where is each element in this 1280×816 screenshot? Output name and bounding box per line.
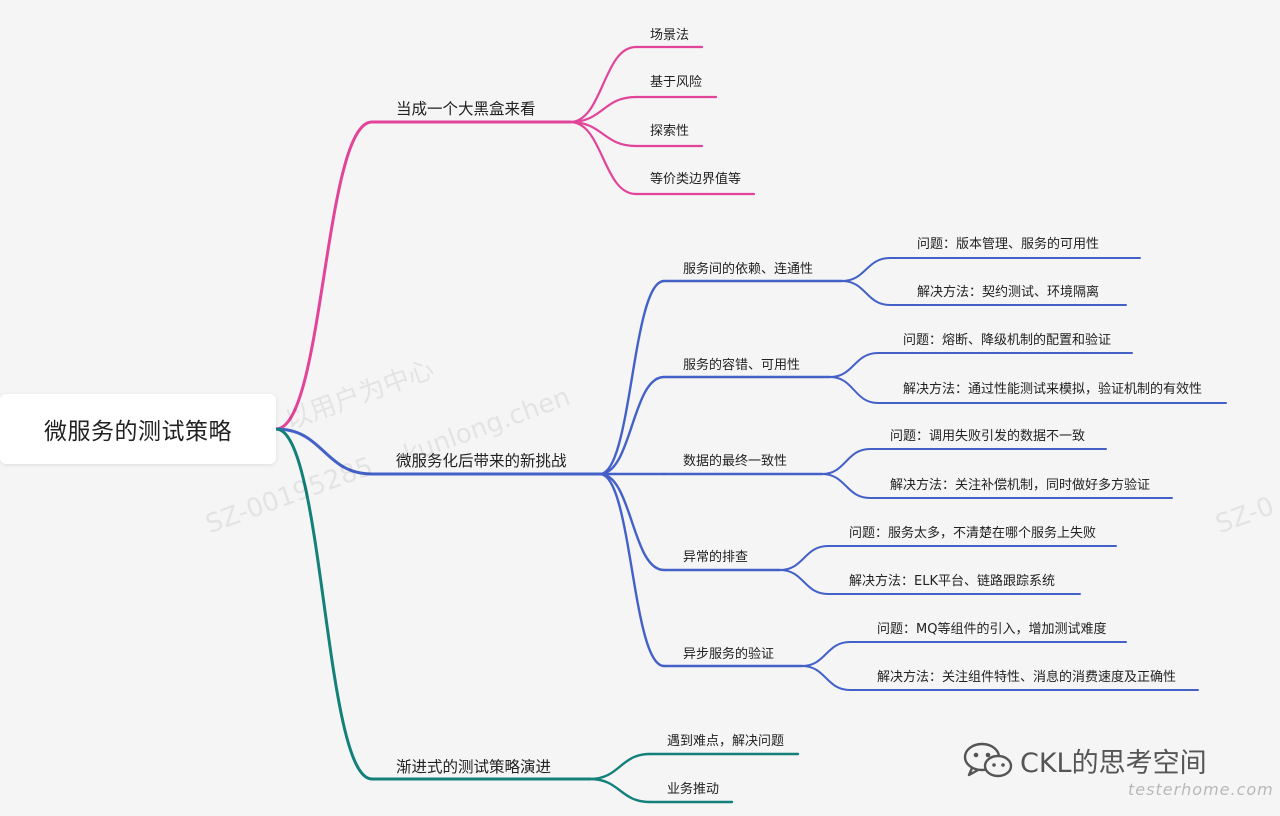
connector-leaf: [821, 448, 871, 475]
node-service-dependency[interactable]: 服务间的依赖、连通性: [683, 262, 814, 277]
leaf-problem-dependency[interactable]: 问题：版本管理、服务的可用性: [917, 237, 1100, 252]
node-exploratory[interactable]: 探索性: [650, 124, 690, 139]
node-scenario-method[interactable]: 场景法: [650, 28, 690, 43]
connector-leaf: [779, 569, 829, 595]
leaf-solution-consistency[interactable]: 解决方法：关注补偿机制，同时做好多方验证: [890, 478, 1151, 493]
connector-leaf: [841, 257, 891, 282]
connector-leaf: [821, 473, 871, 499]
node-equivalence-boundary[interactable]: 等价类边界值等: [650, 172, 742, 187]
node-risk-based[interactable]: 基于风险: [650, 75, 703, 90]
connector-root-blackbox: [274, 120, 374, 431]
wechat-icon: [963, 742, 1013, 778]
connector-blackbox-child: [568, 95, 638, 124]
connector-challenge-child: [598, 279, 666, 476]
brand-name: CKL的思考空间: [1020, 747, 1207, 779]
connector-challenge-child: [598, 472, 666, 668]
connector-progressive-child: [588, 752, 652, 781]
leaf-problem-async[interactable]: 问题：MQ等组件的引入，增加测试难度: [877, 622, 1107, 637]
connector-leaf: [829, 352, 879, 378]
leaf-solution-async[interactable]: 解决方法：关注组件特性、消息的消费速度及正确性: [877, 670, 1177, 685]
leaf-problem-consistency[interactable]: 问题：调用失败引发的数据不一致: [890, 429, 1086, 444]
brand-watermark: CKL的思考空间: [960, 740, 1207, 780]
connector-blackbox-child: [568, 120, 638, 148]
branch-new-challenges[interactable]: 微服务化后带来的新挑战: [396, 452, 567, 470]
connector-leaf: [779, 545, 829, 571]
leaf-solution-dependency[interactable]: 解决方法：契约测试、环境隔离: [917, 285, 1100, 300]
connector-leaf: [841, 280, 891, 306]
connector-root-progressive: [274, 427, 374, 781]
connector-challenge-child: [598, 472, 666, 572]
connector-blackbox-child: [568, 45, 638, 124]
node-fault-tolerance[interactable]: 服务的容错、可用性: [683, 358, 801, 373]
branch-blackbox[interactable]: 当成一个大黑盒来看: [396, 100, 536, 118]
connector-challenge-child: [598, 375, 666, 476]
connector-progressive-child: [588, 777, 652, 804]
leaf-problem-troubleshooting[interactable]: 问题：服务太多，不清楚在哪个服务上失败: [849, 526, 1097, 541]
branch-progressive-strategy[interactable]: 渐进式的测试策略演进: [396, 758, 552, 776]
connector-root-challenges: [274, 427, 374, 476]
site-watermark: testerhome.com: [1128, 780, 1274, 799]
connector-leaf: [801, 665, 851, 691]
connector-blackbox-child: [568, 120, 638, 196]
leaf-solution-troubleshooting[interactable]: 解决方法：ELK平台、链路跟踪系统: [849, 574, 1055, 589]
node-meet-difficulties[interactable]: 遇到难点，解决问题: [667, 734, 785, 749]
leaf-problem-fault-tolerance[interactable]: 问题：熔断、降级机制的配置和验证: [903, 333, 1112, 348]
node-business-driven[interactable]: 业务推动: [667, 782, 720, 797]
connector-leaf: [801, 641, 851, 667]
root-node[interactable]: 微服务的测试策略: [0, 394, 276, 464]
node-async-verification[interactable]: 异步服务的验证: [683, 647, 775, 662]
connector-leaf: [829, 376, 879, 404]
node-exception-troubleshooting[interactable]: 异常的排查: [683, 550, 749, 565]
node-data-consistency[interactable]: 数据的最终一致性: [683, 454, 788, 469]
leaf-solution-fault-tolerance[interactable]: 解决方法：通过性能测试来模拟，验证机制的有效性: [903, 382, 1203, 397]
